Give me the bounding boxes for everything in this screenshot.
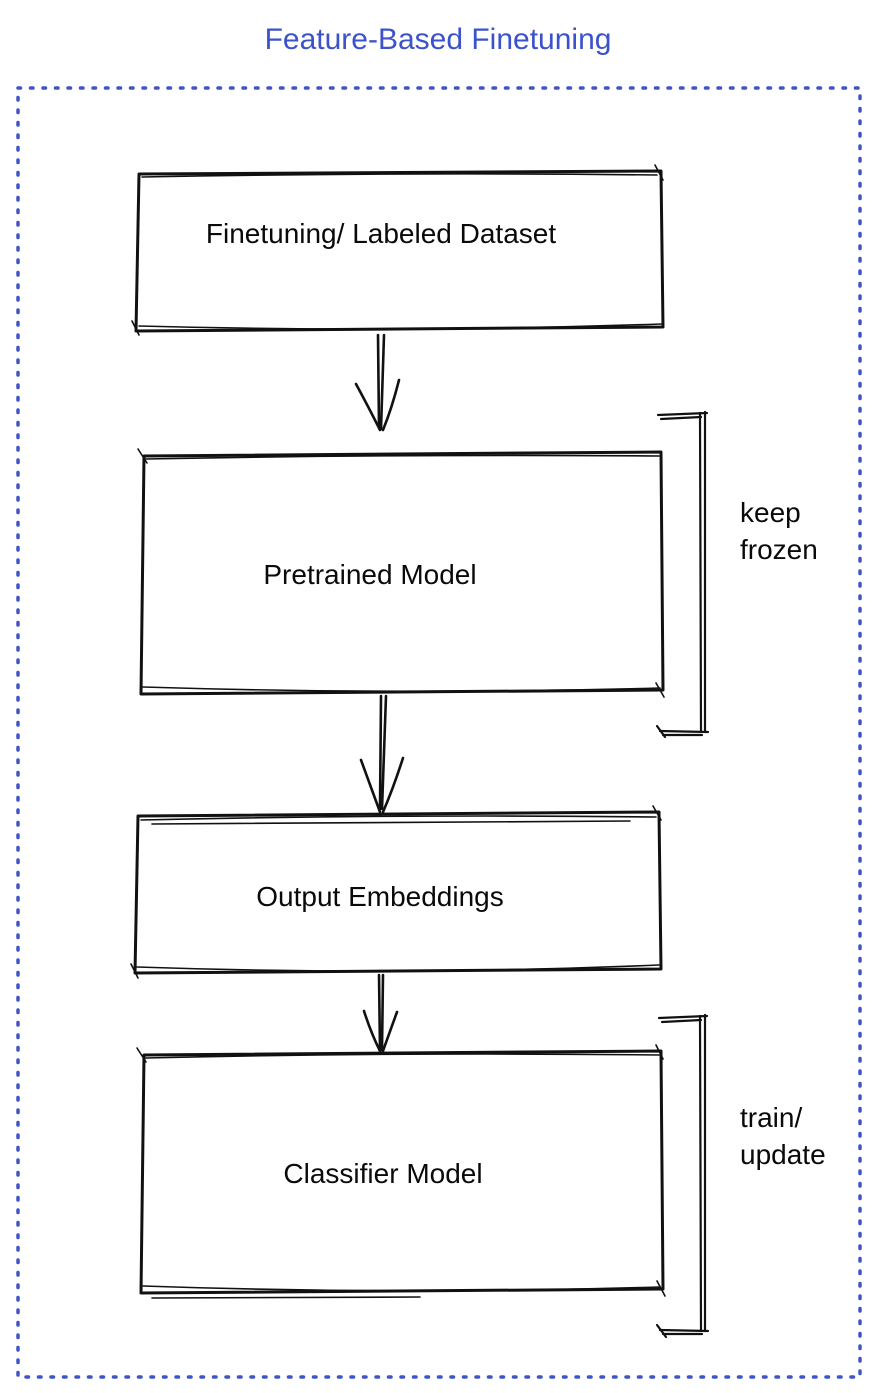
arrow-head (381, 756, 405, 814)
arrow-shaft (380, 973, 385, 1052)
sketch-line (141, 173, 658, 178)
sketch-tick (655, 682, 665, 698)
sketch-line (142, 686, 661, 693)
sketch-line (142, 1285, 661, 1292)
node-output-embeddings: Output Embeddings (130, 805, 663, 979)
bracket-tip (656, 411, 709, 417)
arrow-head (359, 758, 382, 814)
arrow-shaft (380, 694, 388, 811)
sketch-line (145, 1053, 660, 1059)
bracket-tip (658, 729, 710, 734)
arrow-head (354, 382, 382, 432)
node-finetuning-dataset: Finetuning/ Labeled Dataset (131, 164, 665, 336)
annotation-keep-frozen: keep frozen (655, 410, 818, 739)
arrow-head (381, 1010, 399, 1053)
sketch-tick (131, 320, 140, 336)
output-embeddings-label: Output Embeddings (256, 881, 504, 912)
pretrained-model-box (139, 450, 665, 696)
train-update-label-line1: train/ (740, 1102, 802, 1133)
bracket-tip (658, 1328, 710, 1333)
sketch-tick (652, 805, 662, 821)
node-pretrained-model: Pretrained Model (137, 448, 665, 698)
keep-frozen-label-line1: keep (740, 497, 801, 528)
sketch-tick (654, 164, 664, 181)
classifier-model-box (139, 1049, 665, 1295)
arrow-shaft (378, 694, 383, 811)
edge-arrow-pretrained-to-embeddings (359, 694, 405, 814)
sketch-line (145, 454, 660, 460)
arrow-shaft (379, 333, 386, 431)
arrow-shaft (376, 333, 381, 429)
sketch-line (151, 1296, 421, 1299)
sketch-tick (656, 1280, 666, 1297)
finetuning-dataset-box (134, 169, 665, 333)
bracket-serif (655, 1323, 668, 1339)
bracket-line (698, 411, 703, 733)
diagram-title: Feature-Based Finetuning (265, 23, 612, 56)
bracket-serif (655, 724, 667, 739)
bracket-line (698, 1014, 703, 1332)
keep-frozen-label-line2: frozen (740, 534, 818, 565)
arrow-head (362, 1009, 382, 1053)
bracket-tip (657, 1014, 709, 1020)
arrow-head (381, 378, 401, 432)
sketch-line (140, 815, 657, 821)
sketch-line (138, 323, 662, 330)
edge-arrow-dataset-to-pretrained (354, 333, 401, 432)
sketch-line (151, 820, 631, 825)
dotted-frame (16, 86, 862, 1379)
sketch-tick (655, 1044, 664, 1060)
bracket-tip (659, 415, 703, 421)
classifier-model-label: Classifier Model (283, 1158, 482, 1189)
bracket-tip (660, 1018, 703, 1024)
annotation-train-update: train/ update (655, 1013, 826, 1339)
node-classifier-model: Classifier Model (136, 1044, 666, 1299)
sketch-tick (137, 448, 148, 464)
pretrained-model-label: Pretrained Model (263, 559, 476, 590)
finetuning-dataset-label: Finetuning/ Labeled Dataset (206, 218, 556, 249)
arrow-shaft (377, 973, 382, 1052)
sketch-tick (130, 963, 139, 979)
edge-arrow-embeddings-to-classifier (362, 973, 399, 1053)
train-update-label-line2: update (740, 1139, 826, 1170)
output-embeddings-box (133, 810, 663, 975)
sketch-tick (136, 1047, 147, 1063)
sketch-line (136, 964, 660, 972)
